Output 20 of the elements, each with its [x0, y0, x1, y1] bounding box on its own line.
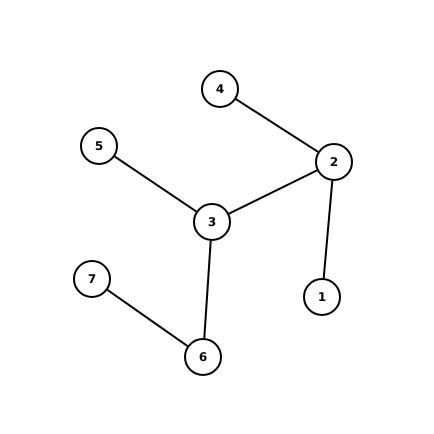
node-circle [184, 338, 222, 376]
node-circle [315, 143, 353, 181]
node-number: 5 [94, 140, 104, 152]
connector-line [203, 240, 212, 338]
connector-line [235, 98, 319, 153]
connector-line [106, 289, 188, 347]
node-number: 6 [198, 351, 208, 363]
node-circle [80, 127, 118, 165]
node-circle [73, 260, 111, 298]
connector-line [322, 180, 334, 278]
node-number: 7 [88, 273, 96, 285]
node-circle [303, 278, 341, 316]
node-circle [201, 70, 239, 108]
node-number: 2 [330, 156, 338, 168]
node-number: 4 [216, 83, 224, 95]
connector-line [228, 170, 318, 214]
node-number: 1 [318, 291, 326, 303]
node-number: 3 [208, 216, 216, 228]
connector-line [114, 156, 197, 212]
node-circle [193, 203, 231, 241]
